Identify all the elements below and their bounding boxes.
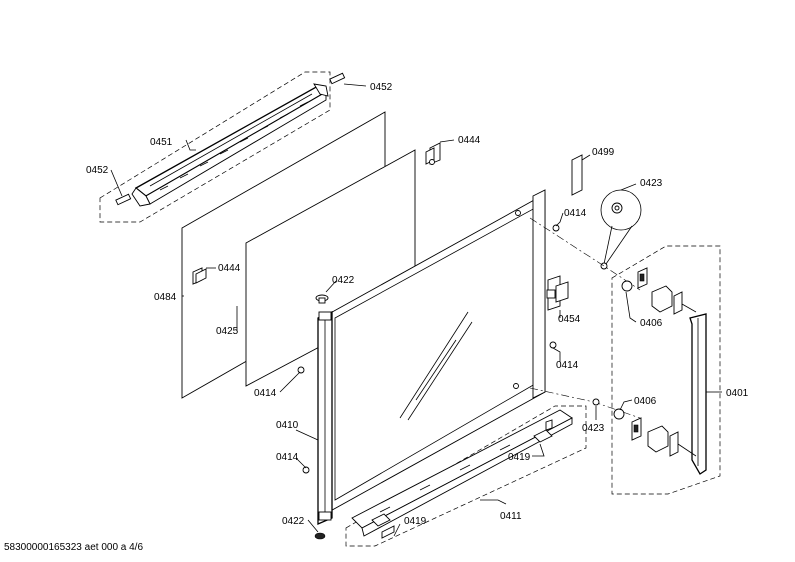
label-0414-glass: 0414: [254, 388, 277, 399]
label-0419-bottom: 0419: [404, 516, 427, 527]
label-0423-bottom: 0423: [582, 423, 605, 434]
screw-0414-top: [552, 224, 560, 232]
door-right-strip: [532, 189, 546, 399]
axis-line-top: [529, 217, 641, 291]
label-0414-top: 0414: [564, 208, 587, 219]
cap-0422-bottom: [314, 532, 326, 540]
label-0406-top: 0406: [640, 318, 663, 329]
screw-0414-mid: [549, 341, 557, 349]
glass-reflection-2: [407, 321, 473, 421]
top-trim-strip: [131, 83, 329, 207]
label-0414-mid: 0414: [556, 360, 579, 371]
label-0411: 0411: [500, 511, 522, 522]
top-trim-dashed-outline: [99, 71, 331, 223]
label-0401: 0401: [726, 388, 749, 399]
handle-dashed-outline: [611, 245, 721, 495]
label-0410: 0410: [276, 420, 299, 431]
glass-reflection-1: [399, 311, 469, 419]
label-0422-bottom: 0422: [282, 516, 305, 527]
label-0484: 0484: [154, 292, 177, 303]
top-trim-group: [99, 71, 346, 223]
bottom-trim-strip: [351, 409, 573, 539]
label-0444-top: 0444: [458, 135, 481, 146]
part-labels: 0452 0451 0452 0444 0499 0423 0414 0444 …: [86, 82, 749, 527]
label-0422-top: 0422: [332, 275, 355, 286]
label-0499: 0499: [592, 147, 615, 158]
hinge-clip: [546, 275, 569, 311]
pin-top-right: [329, 72, 346, 85]
label-0452-left: 0452: [86, 165, 109, 176]
label-0423-top: 0423: [640, 178, 663, 189]
label-0419-right: 0419: [508, 452, 531, 463]
document-id-footer: 58300000165323 aet 000 a 4/6: [4, 542, 144, 553]
label-0444-glass: 0444: [218, 263, 241, 274]
screw-0414-low: [302, 466, 310, 474]
screw-0414-glass: [297, 366, 305, 374]
label-0414-low: 0414: [276, 452, 299, 463]
bottom-trim-dashed-outline: [345, 405, 587, 547]
cap-0422-top: [315, 294, 329, 304]
bracket-top: [425, 142, 441, 165]
pin-left: [115, 193, 132, 206]
glass-bracket-left: [192, 267, 207, 285]
label-0451: 0451: [150, 137, 173, 148]
leader-lines: [110, 83, 722, 537]
label-0454: 0454: [558, 314, 581, 325]
label-0452-top-right: 0452: [370, 82, 393, 93]
screw-door-bottom: [513, 383, 519, 389]
side-profile: [317, 311, 333, 525]
handle-mount-bottom: [613, 408, 697, 457]
label-0406-bottom: 0406: [634, 396, 657, 407]
label-strip: [571, 154, 583, 196]
detail-circle: [600, 189, 642, 270]
screw-door-top: [515, 210, 521, 216]
screw-0423-bottom: [592, 398, 600, 406]
handle-bar: [689, 313, 707, 475]
handle-mount-top: [621, 267, 697, 315]
label-0425: 0425: [216, 326, 239, 337]
